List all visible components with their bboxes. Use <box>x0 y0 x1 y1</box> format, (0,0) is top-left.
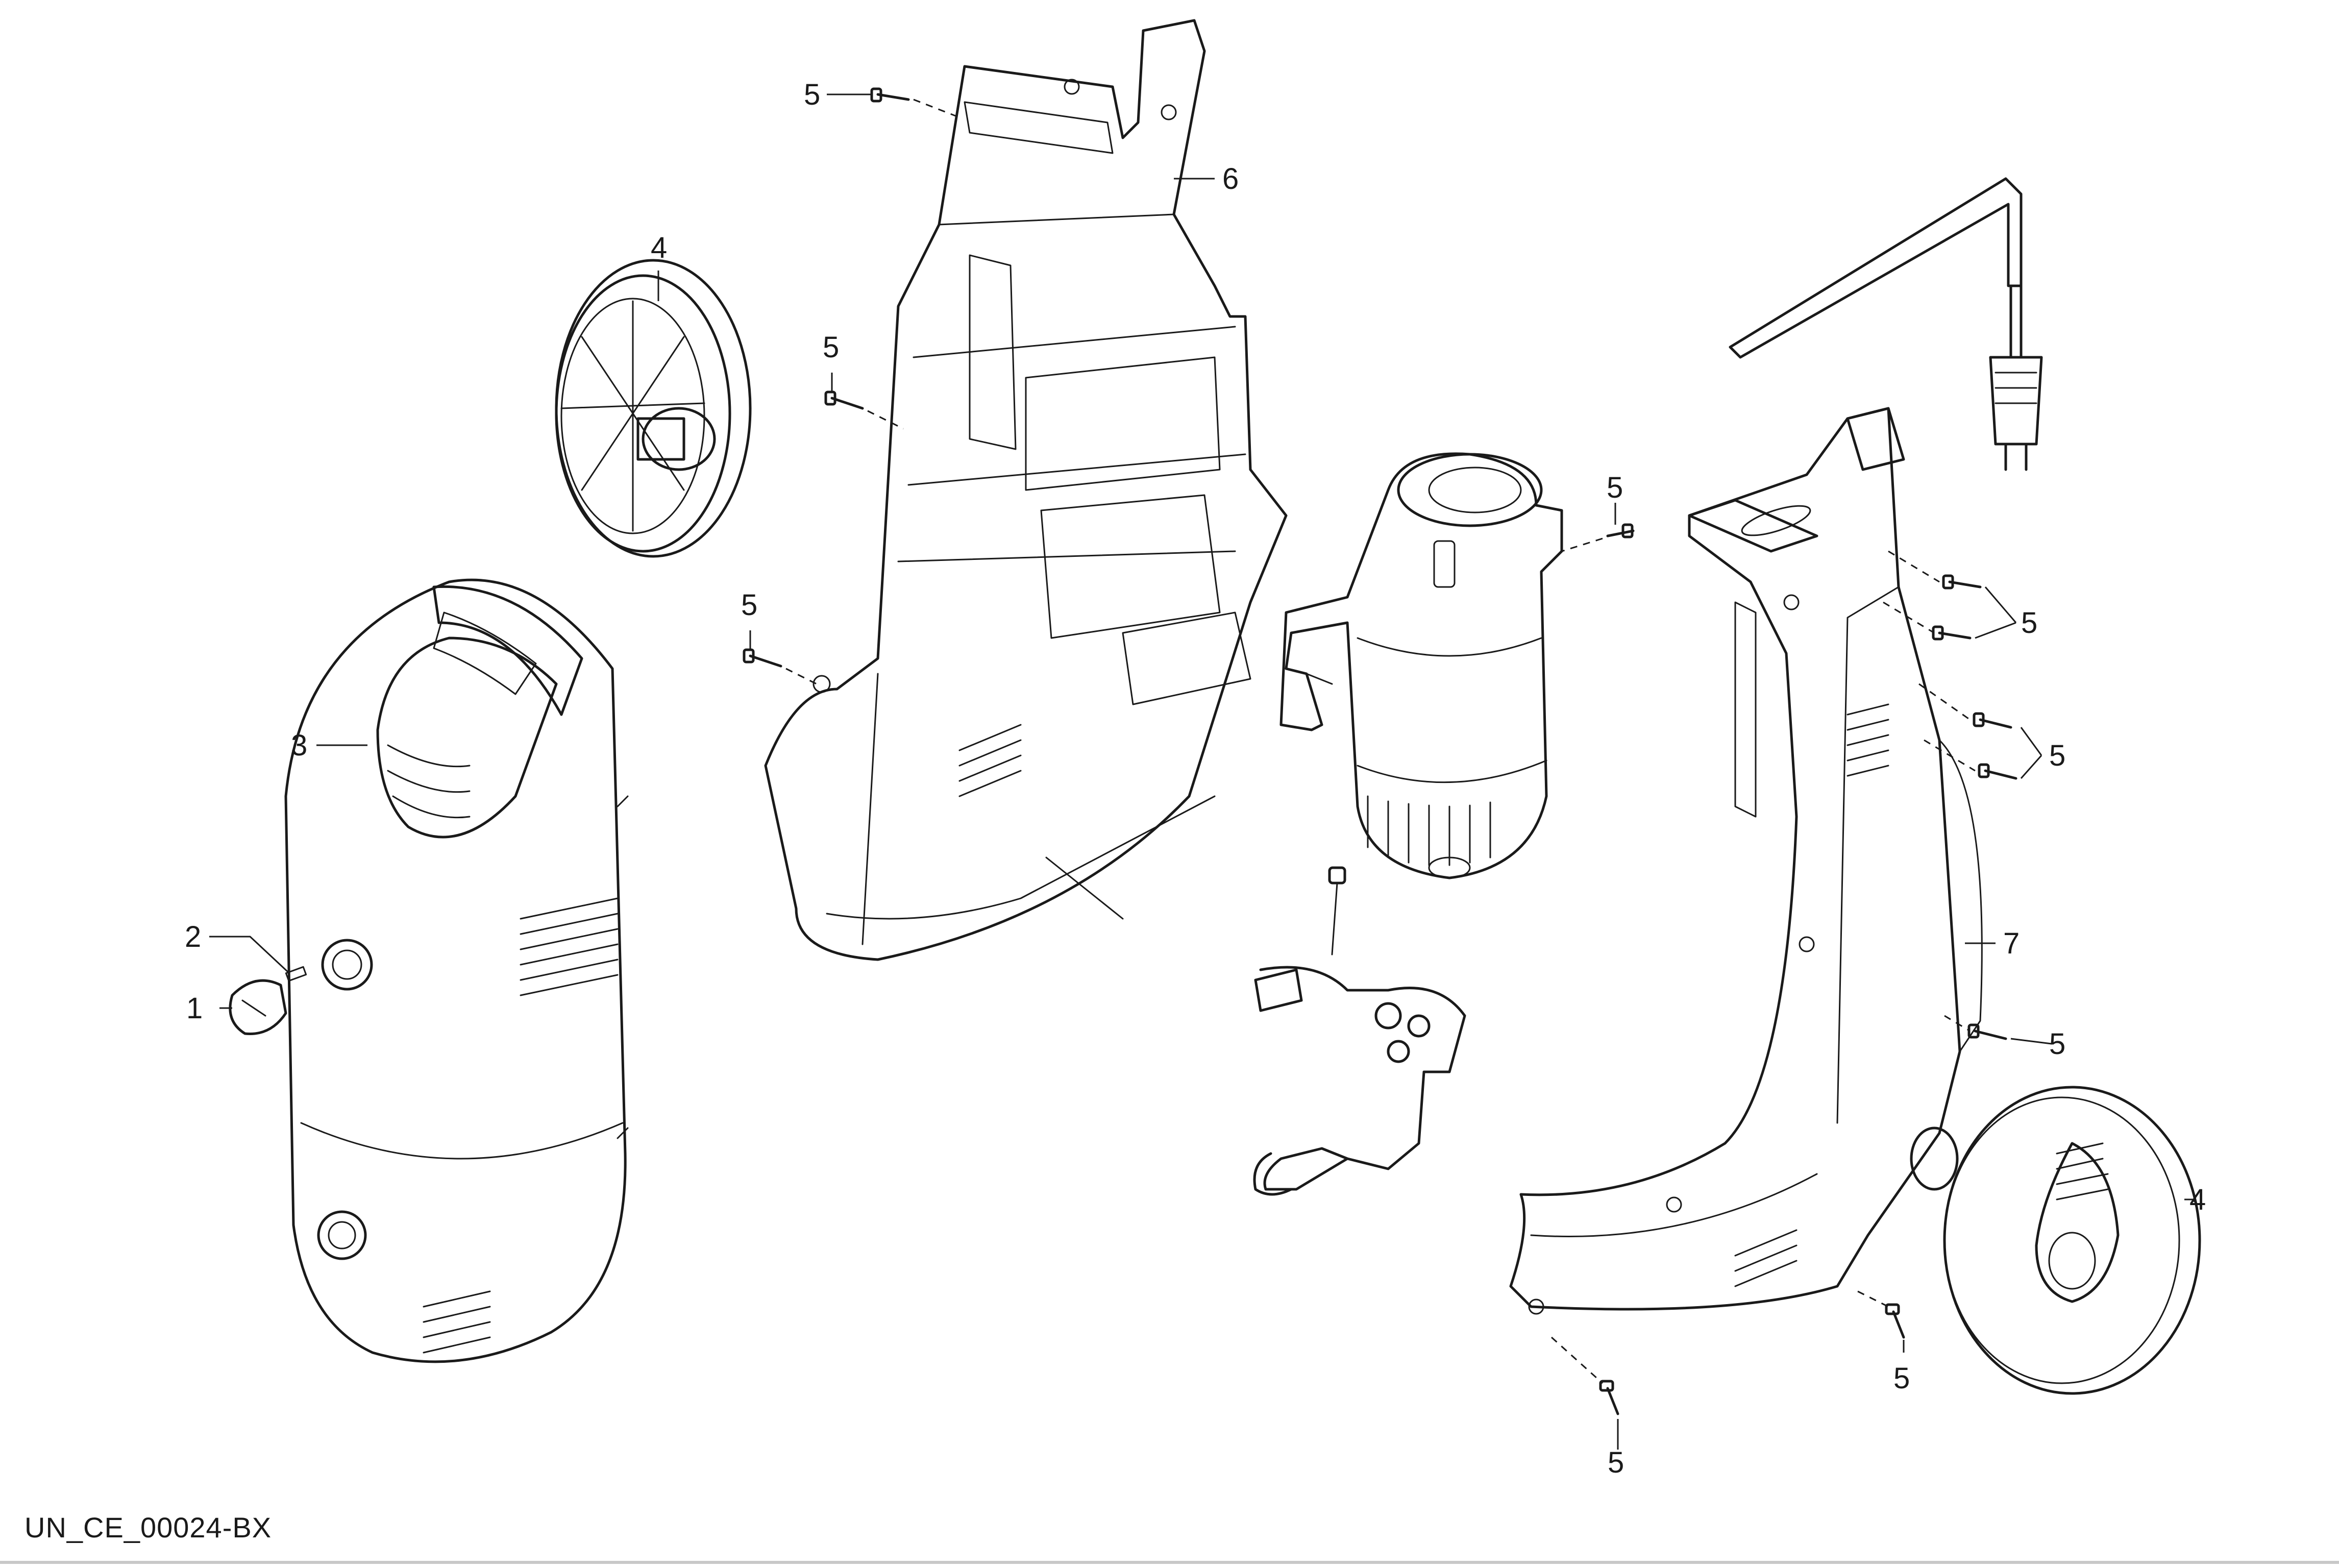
callout-5: 5 <box>2049 739 2065 772</box>
callout-5: 5 <box>2049 1027 2065 1061</box>
pump-valve-part <box>1253 866 1466 1196</box>
callout-5: 5 <box>1608 1446 1624 1479</box>
assembly-lines <box>785 99 1976 1384</box>
screw <box>743 648 782 668</box>
front-cover-part <box>284 578 629 1363</box>
pin-part <box>285 966 307 982</box>
callout-5: 5 <box>804 78 820 111</box>
screw <box>1967 1023 2007 1040</box>
wheel-right-part <box>1943 1086 2201 1395</box>
leader-lines <box>209 93 2196 1450</box>
power-cord-part <box>1729 177 2043 471</box>
callout-5: 5 <box>2021 606 2037 640</box>
screw <box>1978 763 2017 780</box>
screw <box>1973 712 2012 729</box>
callout-5: 5 <box>1893 1362 1910 1395</box>
callouts: 1 2 3 4 4 5 5 5 5 5 5 5 5 5 6 7 <box>185 78 2206 1479</box>
chassis-part <box>1509 407 1983 1315</box>
screw <box>1599 1380 1619 1415</box>
screw <box>870 87 910 103</box>
callout-4-right: 4 <box>2189 1183 2206 1216</box>
screws <box>743 87 2017 1415</box>
callout-5: 5 <box>1607 471 1623 504</box>
screw <box>824 390 864 410</box>
callout-2: 2 <box>185 920 201 953</box>
callout-1: 1 <box>186 992 203 1025</box>
callout-5: 5 <box>823 331 839 364</box>
rear-housing-part <box>764 19 1288 961</box>
callout-4-left: 4 <box>651 231 667 264</box>
callout-3: 3 <box>291 729 307 762</box>
knob-part <box>229 979 287 1035</box>
motor-part <box>1279 452 1563 879</box>
screw <box>1606 523 1635 538</box>
drawing-code: UN_CE_00024-BX <box>24 1511 272 1544</box>
screw <box>1885 1303 1905 1339</box>
callout-6: 6 <box>1222 162 1239 195</box>
bottom-rule <box>0 1561 2339 1564</box>
screw <box>1932 625 1972 641</box>
wheel-left-part <box>555 259 752 558</box>
callout-7: 7 <box>2003 927 2020 960</box>
screw <box>1942 574 1982 590</box>
callout-5: 5 <box>741 589 757 622</box>
